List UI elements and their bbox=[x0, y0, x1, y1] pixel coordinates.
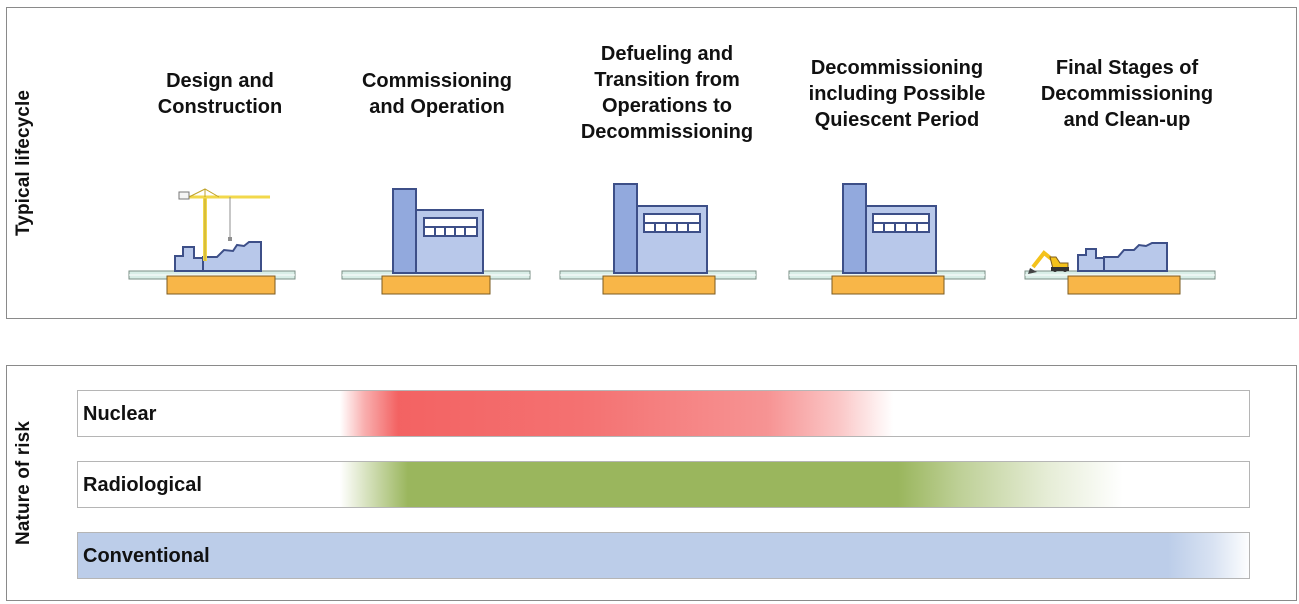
risk-bar-nuclear: Nuclear bbox=[77, 390, 1250, 437]
risk-panel: Nature of risk Nuclear Radiological Conv… bbox=[6, 365, 1297, 601]
risk-bar-label-radiological: Radiological bbox=[83, 474, 202, 496]
stage-defueling-transition-title: Defueling and Transition from Operations… bbox=[580, 43, 754, 143]
risk-bar-radiological: Radiological bbox=[77, 461, 1250, 508]
stage-final-cleanup-title: Final Stages of Decommissioning and Clea… bbox=[1040, 57, 1214, 131]
stage-commissioning-operation-title: Commissioning and Operation bbox=[361, 70, 512, 118]
risk-label-wrapper: Nature of risk bbox=[7, 366, 41, 600]
risk-band-radiological bbox=[78, 462, 1249, 507]
stage-decommissioning-quiescent-title: Decommissioning including Possible Quies… bbox=[808, 57, 986, 131]
risk-label: Nature of risk bbox=[13, 421, 35, 545]
risk-band-nuclear bbox=[78, 391, 1249, 436]
risk-bar-conventional: Conventional bbox=[77, 532, 1250, 579]
quiescent-plant-icon bbox=[788, 183, 986, 295]
risk-band-conventional bbox=[78, 533, 1249, 578]
operating-plant-icon bbox=[341, 188, 531, 295]
demolition-site-icon bbox=[1024, 242, 1216, 295]
risk-bar-label-nuclear: Nuclear bbox=[83, 403, 157, 425]
construction-site-icon bbox=[128, 188, 296, 295]
risk-bar-label-conventional: Conventional bbox=[83, 545, 210, 567]
lifecycle-panel: Typical lifecycle Design and Constructio… bbox=[6, 7, 1297, 319]
defueling-plant-icon bbox=[559, 183, 757, 295]
lifecycle-label-wrapper: Typical lifecycle bbox=[7, 8, 41, 318]
lifecycle-label: Typical lifecycle bbox=[13, 89, 35, 237]
stage-design-construction-title: Design and Construction bbox=[157, 70, 283, 118]
